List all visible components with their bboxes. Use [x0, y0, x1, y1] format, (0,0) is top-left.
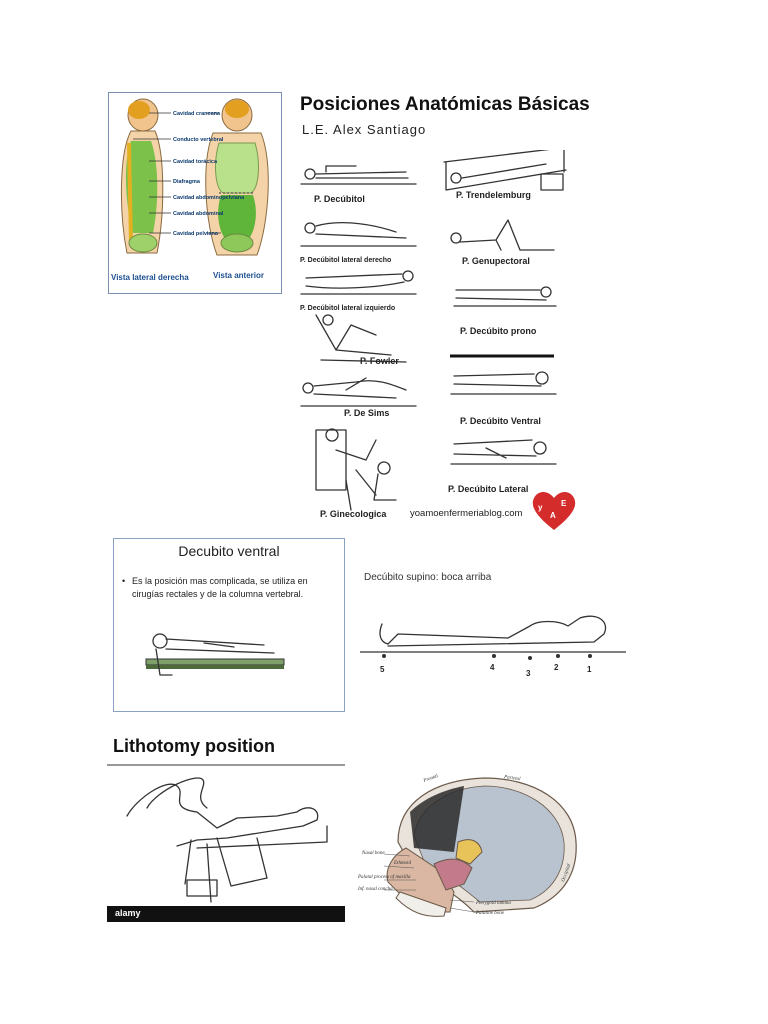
marker-5: 5	[380, 665, 385, 674]
lithotomy-title: Lithotomy position	[113, 736, 275, 756]
logo-letter-2: A	[550, 511, 556, 520]
label-sims: P. De Sims	[344, 408, 389, 418]
alamy-watermark: alamy	[115, 908, 141, 918]
label-decubito-prono: P. Decúbito prono	[460, 326, 537, 336]
lithotomy-panel: Lithotomy position alamy	[107, 730, 345, 922]
label-lateral-izquierdo: P. Decúbitol lateral izquierdo	[300, 305, 395, 312]
heart-logo-icon: y A E	[532, 492, 576, 530]
figure-fowler	[315, 314, 407, 363]
label-decubito-lateral: P. Decúbito Lateral	[448, 484, 528, 494]
label-lateral-derecho: P. Decúbitol lateral derecho	[300, 257, 391, 264]
figure-genupectoral	[450, 219, 555, 251]
cavity-label-7: Cavidad pelviana	[173, 231, 219, 237]
label-decubitol: P. Decúbitol	[314, 194, 365, 204]
skull-label-palatal: Palatal process of maxilla	[357, 875, 411, 880]
skull-illustration: Frontal Parietal Occipital Nasal bone Et…	[357, 774, 577, 917]
marker-3: 3	[526, 669, 531, 678]
ventral-illustration	[145, 633, 285, 676]
caption-lateral-view: Vista lateral derecha	[111, 273, 189, 282]
skull-label-occipital: Occipital	[561, 863, 572, 883]
figure-decubito-ventral	[450, 371, 557, 395]
cavities-panel: Cavidad craneana Conducto vertebral Cavi…	[108, 92, 282, 294]
marker-1: 1	[587, 665, 592, 674]
lithotomy-illustration	[126, 777, 328, 903]
skull-panel: Frontal Parietal Occipital Nasal bone Et…	[354, 772, 584, 922]
positions-author: L.E. Alex Santiago	[302, 122, 427, 137]
alamy-watermark-bar: alamy	[107, 906, 345, 922]
logo-letter-3: E	[561, 499, 567, 508]
figure-decubito-prono	[453, 286, 557, 307]
positions-panel: Posiciones Anatómicas Básicas L.E. Alex …	[296, 90, 590, 530]
title-divider	[107, 764, 345, 766]
marker-4: 4	[490, 663, 495, 672]
cavity-label-5: Cavidad abdominopelviana	[173, 195, 245, 201]
skull-label-nasal: Nasal bone	[361, 851, 385, 856]
skull-label-parietal: Parietal	[503, 775, 522, 782]
skull-label-concha: Inf. nasal concha	[357, 887, 393, 892]
positions-title: Posiciones Anatómicas Básicas	[300, 94, 590, 115]
body-cavities-illustration: Cavidad craneana Conducto vertebral Cavi…	[120, 98, 269, 256]
ventral-bullet-dot: •	[122, 576, 126, 586]
caption-anterior-view: Vista anterior	[213, 271, 264, 280]
skull-label-pterygoid: Pterygoid lamina	[475, 901, 511, 906]
cavity-label-6: Cavidad abdominal	[173, 211, 224, 217]
cavity-label-1: Cavidad craneana	[173, 111, 221, 117]
figure-lateral-derecho	[300, 221, 417, 247]
label-trendelemburg: P. Trendelemburg	[456, 190, 531, 200]
ventral-title: Decubito ventral	[178, 543, 280, 559]
label-genupectoral: P. Genupectoral	[462, 256, 530, 266]
skull-label-ethmoid: Ethmoid	[393, 861, 411, 866]
skull-label-frontal: Frontal	[422, 774, 439, 784]
cavity-label-4: Diafragma	[173, 179, 201, 185]
figure-decubito-lateral	[450, 439, 557, 465]
supine-illustration: 5 4 3 2 1	[360, 615, 626, 678]
cavity-label-2: Conducto vertebral	[173, 137, 224, 143]
marker-2: 2	[554, 663, 559, 672]
website-text: yoamoenfermeriablog.com	[410, 508, 523, 519]
skull-label-palatine: Palatine bone	[475, 911, 505, 916]
figure-ginecologica	[315, 428, 397, 511]
ventral-panel: Decubito ventral • Es la posición mas co…	[113, 538, 345, 712]
figure-decubito	[300, 165, 417, 185]
label-decubito-ventral: P. Decúbito Ventral	[460, 416, 541, 426]
cavity-label-3: Cavidad torácica	[173, 159, 218, 165]
logo-letter-1: y	[538, 503, 543, 512]
label-ginecologica: P. Ginecologica	[320, 509, 387, 519]
label-fowler: P. Fowler	[360, 356, 399, 366]
figure-lateral-izquierdo	[300, 270, 417, 295]
positions-illustrations: P. Decúbitol P. Decúbitol lateral derech…	[300, 150, 576, 530]
ventral-bullet-text: Es la posición mas complicada, se utiliz…	[132, 576, 308, 599]
supine-caption: Decúbito supino: boca arriba	[364, 572, 492, 583]
figure-trendelemburg	[443, 150, 567, 191]
figure-sims	[300, 377, 417, 407]
supine-panel: Decúbito supino: boca arriba 5 4 3 2 1	[358, 570, 630, 690]
